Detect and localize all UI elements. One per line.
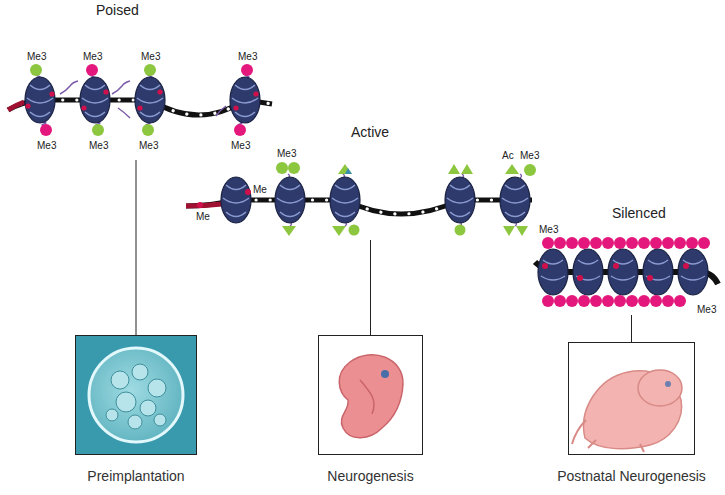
modification-label: Me [196,211,210,222]
stage-caption: Neurogenesis [327,468,413,485]
modification-label: Me3 [697,304,716,315]
connector-line [136,160,137,335]
photo-box: Neurogenesis [318,335,423,455]
modification-label: Me3 [139,140,158,151]
modification-label: Me3 [83,51,102,62]
modification-label: Me3 [238,51,257,62]
state-title: Silenced [612,205,666,222]
modification-label: Me3 [27,51,46,62]
chromatin-state: Silenced [532,203,722,315]
stage-caption: Postnatal Neurogenesis [557,468,706,485]
modification-label: Me3 [37,140,56,151]
modification-label: Me3 [89,140,108,151]
modification-label: Me3 [141,51,160,62]
modification-label: Me3 [231,140,250,151]
modification-label: Me3 [277,148,296,159]
connector-line [370,240,371,335]
modification-label: Ac [502,150,514,161]
modification-label: Me [253,184,267,195]
modification-label: Me3 [539,224,558,235]
modification-label: Me3 [520,150,539,161]
connector-line [631,315,632,342]
chromatin-state: Active [185,122,530,240]
photo-box: Preimplantation [75,335,197,455]
state-title: Poised [96,2,139,19]
chromatin-state: Poised [0,0,290,160]
photo-box: Postnatal Neurogenesis [568,342,695,455]
stage-caption: Preimplantation [87,468,184,485]
state-title: Active [351,124,389,141]
